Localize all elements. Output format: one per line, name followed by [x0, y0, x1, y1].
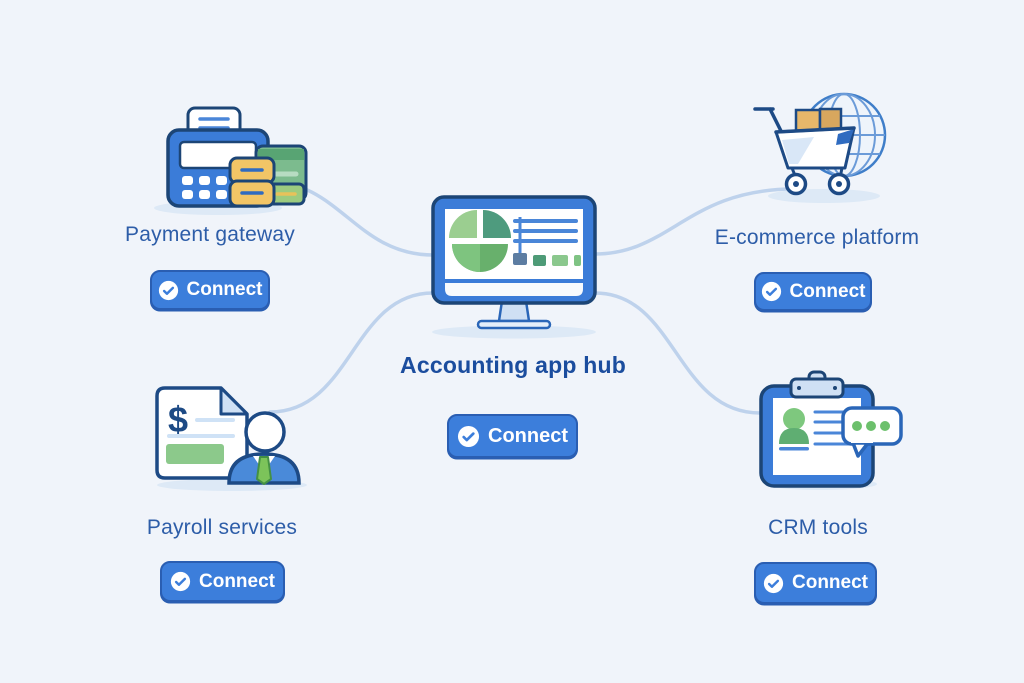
check-circle-icon [457, 425, 480, 448]
node-label-payment-gateway: Payment gateway [125, 223, 295, 246]
dollar-sign: $ [168, 399, 188, 440]
hub-label: Accounting app hub [400, 352, 626, 378]
check-circle-icon [158, 280, 179, 301]
check-circle-icon [170, 571, 191, 592]
connect-button-hub[interactable]: Connect [447, 414, 578, 458]
connect-button-label: Connect [789, 280, 866, 302]
shopping-cart-globe-icon [752, 88, 892, 206]
connect-button-label: Connect [199, 570, 275, 592]
check-circle-icon [763, 573, 784, 594]
clipboard-contact-chat-icon [757, 370, 905, 492]
connect-button-label: Connect [186, 279, 263, 300]
pos-terminal-cards-icon [140, 106, 310, 218]
connector-payroll-to-hub [268, 291, 435, 414]
connector-hub-to-ecommerce [593, 187, 796, 256]
check-circle-icon [761, 281, 782, 302]
connector-hub-to-crm [593, 291, 762, 415]
connect-button-ecommerce-platform[interactable]: Connect [754, 272, 872, 311]
connect-button-payroll-services[interactable]: Connect [160, 561, 285, 602]
connect-button-payment-gateway[interactable]: Connect [150, 270, 270, 310]
monitor-analytics-icon [430, 195, 598, 340]
node-label-payroll-services: Payroll services [146, 516, 298, 539]
payroll-document-person-icon: $ [147, 380, 307, 492]
connect-button-label: Connect [488, 424, 568, 447]
connect-button-label: Connect [792, 572, 868, 593]
connect-button-crm-tools[interactable]: Connect [754, 562, 877, 604]
node-label-ecommerce-platform: E-commerce platform [714, 226, 920, 249]
node-label-crm-tools: CRM tools [768, 516, 868, 539]
